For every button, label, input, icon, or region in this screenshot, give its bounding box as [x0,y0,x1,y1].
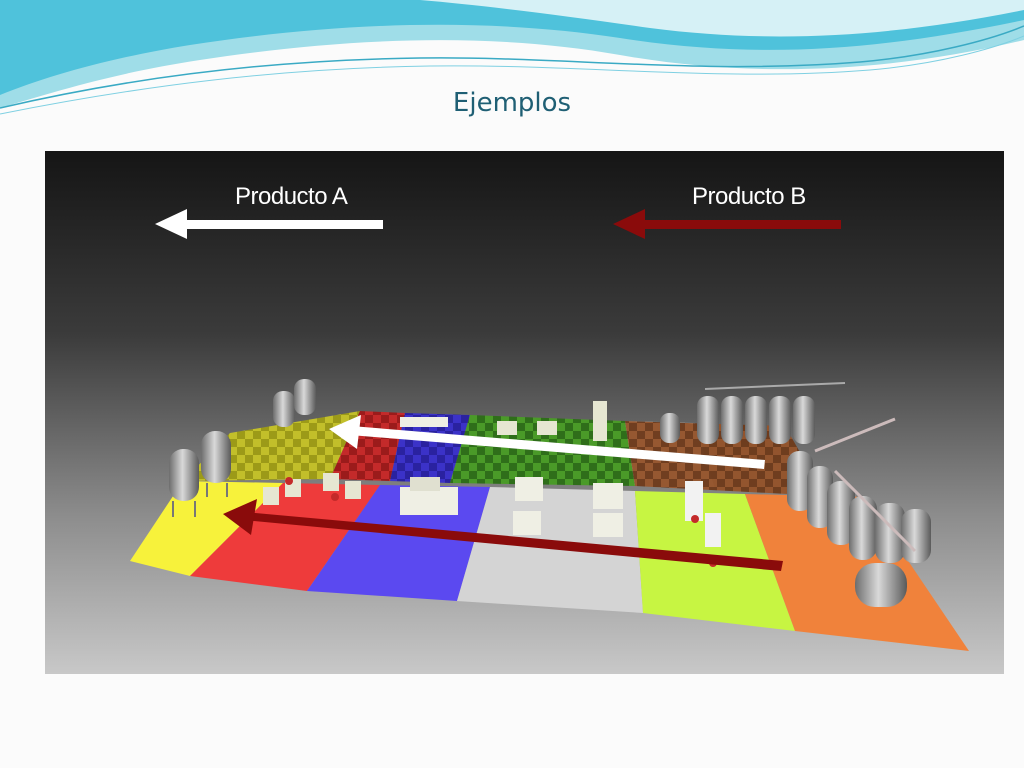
machines [263,401,721,567]
left-silos [169,379,316,517]
factory-layout-figure: Producto A Producto B [45,151,1004,674]
product-b-label: Producto B [692,183,806,210]
right-silos [660,382,931,607]
header-wave [0,0,1024,115]
slide-title: Ejemplos [452,88,572,118]
product-a-label: Producto A [235,183,348,210]
product-b-flow-arrow [223,499,783,571]
factory-floor-illustration [130,209,969,651]
product-a-legend-arrow [155,209,383,239]
product-b-legend-arrow [613,209,841,239]
product-a-flow-arrow [329,415,765,469]
